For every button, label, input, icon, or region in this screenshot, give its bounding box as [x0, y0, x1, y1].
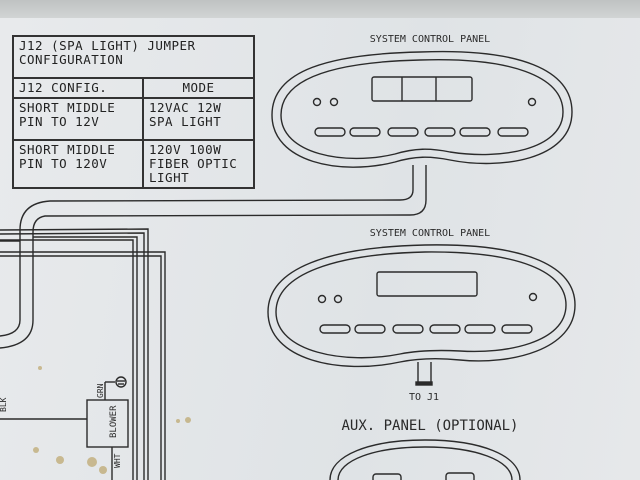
panel-outer-outline	[271, 50, 573, 168]
system-control-panel-middle: SYSTEM CONTROL PANEL TO J1	[267, 228, 576, 403]
table-row: SHORT MIDDLE PIN TO 12V 12VAC 12W SPA LI…	[12, 97, 255, 141]
panel-inner-outline	[280, 58, 564, 160]
panel-inner-outline	[275, 251, 567, 359]
connector-cable	[417, 362, 432, 384]
row-config: SHORT MIDDLE PIN TO 120V	[12, 139, 144, 189]
indicator-led	[333, 294, 343, 304]
blk-wire-label: BLK	[0, 397, 8, 412]
indicator-led	[329, 97, 339, 107]
aux-button	[445, 472, 475, 480]
grn-wire-label: GRN	[96, 383, 105, 398]
panel-title: SYSTEM CONTROL PANEL	[370, 34, 490, 45]
panel-title: SYSTEM CONTROL PANEL	[370, 228, 490, 239]
blower-box	[86, 399, 129, 448]
wht-wire-label: WHT	[113, 453, 122, 468]
display-window	[371, 76, 473, 102]
panel-cable	[0, 165, 427, 349]
indicator-led	[528, 292, 538, 302]
aux-panel-title: AUX. PANEL (OPTIONAL)	[341, 418, 518, 434]
header-mode: MODE	[142, 77, 255, 99]
row-config: SHORT MIDDLE PIN TO 12V	[12, 97, 144, 141]
aux-button	[372, 473, 402, 480]
aux-panel: AUX. PANEL (OPTIONAL)	[329, 418, 521, 480]
row-mode: 12VAC 12W SPA LIGHT	[142, 97, 255, 141]
indicator-led	[312, 97, 322, 107]
display-window	[376, 271, 478, 297]
table-title: J12 (SPA LIGHT) JUMPER CONFIGURATION	[12, 35, 255, 79]
row-mode: 120V 100W FIBER OPTIC LIGHT	[142, 139, 255, 189]
panel-buttons	[314, 127, 529, 137]
indicator-led	[527, 97, 537, 107]
jumper-config-table: J12 (SPA LIGHT) JUMPER CONFIGURATION J12…	[12, 35, 255, 189]
table-row: SHORT MIDDLE PIN TO 120V 120V 100W FIBER…	[12, 139, 255, 189]
panel-inner-outline	[337, 446, 513, 480]
panel-outer-outline	[329, 439, 521, 480]
header-config: J12 CONFIG.	[12, 77, 144, 99]
system-control-panel-top: SYSTEM CONTROL PANEL	[271, 34, 573, 168]
connector-plug	[415, 381, 433, 386]
panel-outer-outline	[267, 244, 576, 368]
indicator-led	[317, 294, 327, 304]
panel-buttons	[319, 324, 533, 334]
wire-harness	[0, 228, 166, 480]
metal-frame-edge	[0, 0, 640, 22]
ground-icon	[115, 376, 127, 388]
stains	[33, 366, 191, 474]
connector-label: TO J1	[409, 392, 439, 403]
blower-label: BLOWER	[109, 405, 119, 438]
blower-motor: BLOWER GRN WHT BLK	[0, 376, 129, 480]
